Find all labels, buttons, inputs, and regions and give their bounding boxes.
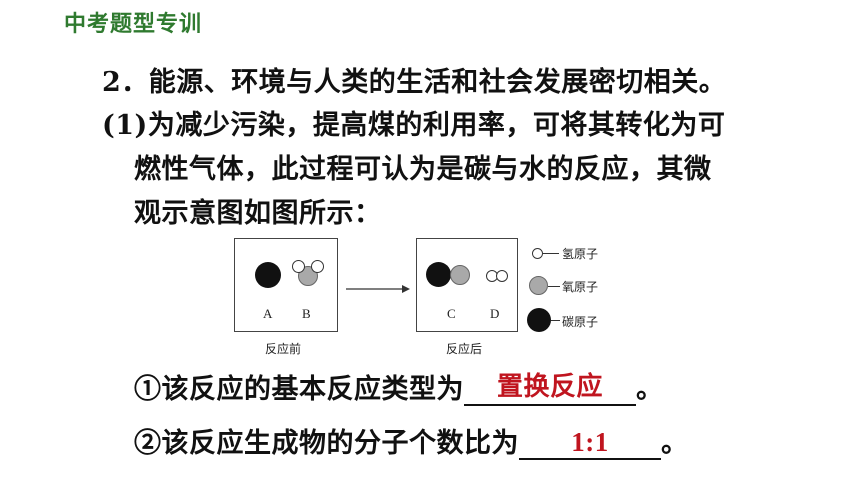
caption-before: 反应前 <box>265 342 302 356</box>
question-line-4: 观示意图如图所示： <box>134 198 382 229</box>
legend-carbon-icon <box>527 308 551 332</box>
after-reaction-box: C D <box>416 238 518 332</box>
answer-blank-2: 1:1 <box>519 427 661 460</box>
question-line-2: (1)为减少污染，提高煤的利用率，可将其转化为可 <box>102 110 726 141</box>
label-b: B <box>302 306 311 321</box>
label-c: C <box>447 306 456 321</box>
carbon-atom-a <box>255 262 281 288</box>
sub-question-2: ②该反应生成物的分子个数比为 1:1 。 <box>134 421 689 460</box>
carbon-atom-c <box>426 262 451 287</box>
answer-2: 1:1 <box>571 427 609 457</box>
hydrogen-atom-b-right <box>311 260 324 273</box>
legend-oxygen-label: 氧原子 <box>562 280 599 294</box>
sub-question-2-prefix: ②该反应生成物的分子个数比为 <box>134 428 519 459</box>
page-header-title: 中考题型专训 <box>64 12 203 37</box>
reaction-arrow-icon <box>346 285 410 293</box>
sub-question-1-prefix: ①该反应的基本反应类型为 <box>134 374 464 405</box>
legend-hydrogen-icon <box>532 248 543 259</box>
question-line-1: 2．能源、环境与人类的生活和社会发展密切相关。 <box>102 67 727 98</box>
sub-question-2-suffix: 。 <box>661 428 689 459</box>
answer-1: 置换反应 <box>496 372 603 402</box>
legend-hydrogen-label: 氢原子 <box>562 247 599 261</box>
sub-question-1: ①该反应的基本反应类型为 置换反应 。 <box>134 367 664 406</box>
label-d: D <box>490 306 500 321</box>
hydrogen-atom-b-left <box>292 260 305 273</box>
before-reaction-box: A B <box>234 238 338 332</box>
answer-blank-1: 置换反应 <box>464 372 636 406</box>
caption-after: 反应后 <box>446 342 483 356</box>
legend-carbon-label: 碳原子 <box>562 315 599 329</box>
oxygen-atom-c <box>450 265 470 285</box>
sub-question-1-suffix: 。 <box>636 374 664 405</box>
legend-oxygen-icon <box>529 276 548 295</box>
label-a: A <box>263 306 273 321</box>
reaction-diagram: A B C D 反应前 反应后 氢原子 氧原子 碳原子 <box>232 236 652 366</box>
hydrogen-atom-d-right <box>496 270 508 282</box>
question-line-3: 燃性气体，此过程可认为是碳与水的反应，其微 <box>134 154 712 185</box>
